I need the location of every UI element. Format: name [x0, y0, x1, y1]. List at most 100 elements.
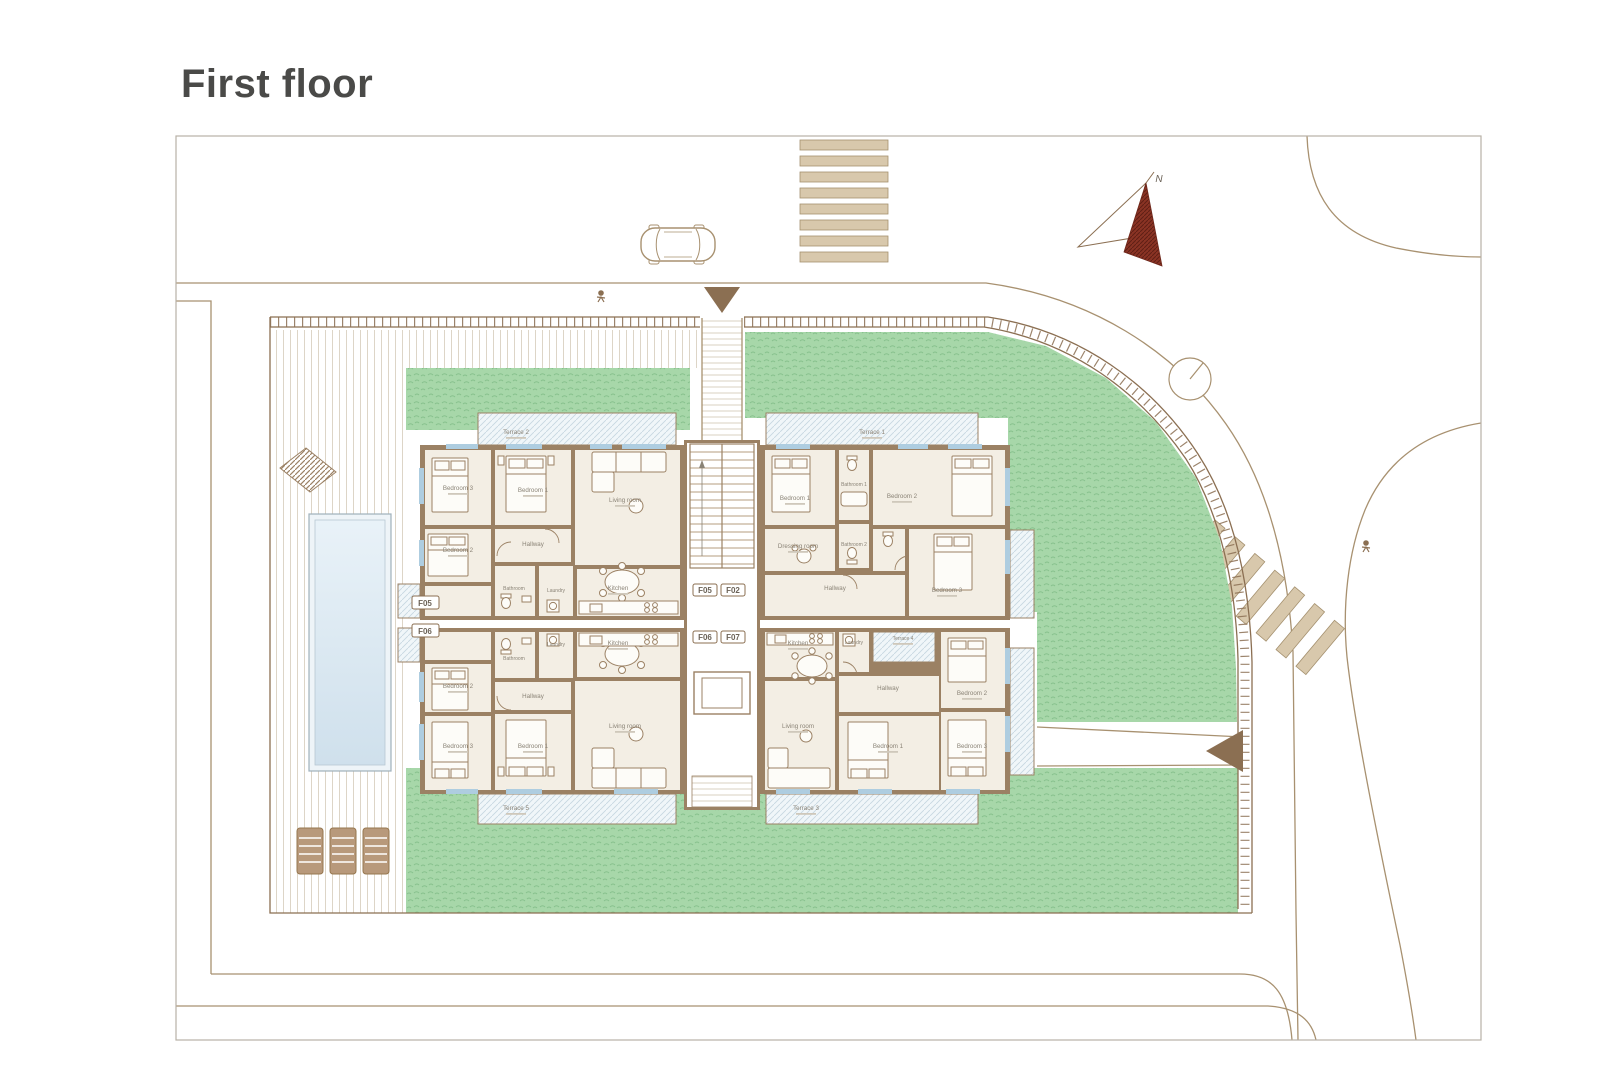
room-label: Bedroom 3 [443, 743, 474, 750]
room-label: Kitchen [608, 585, 629, 592]
road-edge-top-curve [176, 282, 1299, 1040]
room-label: Hallway [824, 585, 847, 592]
swimming-pool [308, 513, 392, 772]
bed-icon [431, 721, 469, 779]
room-label: Laundry [547, 588, 566, 594]
bed-icon [771, 455, 811, 513]
room-label: Hallway [522, 541, 545, 548]
building: Terrace 2 Bedroom 3 Bedroom 1 Living roo… [397, 412, 1035, 825]
room-label: Kitchen [608, 640, 629, 647]
pedestrian-icon [1361, 540, 1371, 553]
room-label: Bedroom 2 [957, 690, 988, 697]
terrace-4 [872, 631, 936, 663]
rear-entry-path [691, 775, 753, 808]
stairwell [689, 443, 755, 569]
room-label: Terrace 3 [793, 805, 819, 812]
terrace-1 [765, 412, 979, 446]
sofa-icon [591, 451, 667, 514]
terrace-2 [477, 412, 677, 446]
sofa-icon [767, 729, 831, 789]
manhole-circle [1168, 357, 1212, 401]
site-boundary-fence [269, 316, 1253, 914]
room-label: Bedroom 3 [443, 485, 474, 492]
room-label: Living room [782, 723, 814, 730]
room-label: Bedroom 1 [518, 487, 549, 494]
unit-tag: F02 [726, 586, 740, 595]
road-edge-right [1344, 422, 1481, 1040]
north-arrow: N [1076, 171, 1163, 267]
room-label: Bedroom 2 [443, 547, 474, 554]
room-label: Kitchen [788, 640, 809, 647]
room-label: Living room [609, 497, 641, 504]
pergola-icon [279, 447, 337, 493]
road-edge-bottom-outer [176, 1005, 1317, 1040]
room-label: Bedroom 1 [780, 495, 811, 502]
kitchen-counter [766, 632, 834, 646]
road-edge-left [176, 300, 212, 974]
toilet-icon [500, 455, 894, 655]
bed-icon [933, 533, 973, 591]
windows [419, 444, 1010, 794]
room-label: Terrace 1 [859, 429, 885, 436]
room-label: Laundry [547, 642, 566, 648]
room-label: Bathroom [503, 586, 525, 592]
terrace-5 [477, 793, 677, 825]
bed-icon [847, 721, 889, 779]
grass-right [745, 332, 1237, 722]
area-text-lines [448, 437, 982, 815]
room-label: Bedroom 3 [957, 743, 988, 750]
bed-icon [947, 719, 987, 777]
room-label: Hallway [522, 693, 545, 700]
room-label: Bedroom 1 [518, 743, 549, 750]
north-label: N [1155, 174, 1163, 185]
room-label: Laundry [845, 640, 864, 646]
dining-table-icon [599, 562, 645, 602]
unit-tag: F05 [698, 586, 712, 595]
room-label: Terrace 4 [893, 636, 914, 642]
dining-table-icon [791, 647, 833, 685]
unit-tag-boxes: F05 F02 F06 F07 F05 F06 [411, 583, 746, 644]
unit-tag: F07 [726, 633, 740, 642]
apartment-f06-labels: Bedroom 2 Hallway Bathroom Laundry Kitch… [443, 640, 641, 812]
apartment-f02-labels: Terrace 1 Bedroom 1 Bathroom 1 Bedroom 2… [778, 429, 963, 594]
bed-icon [497, 455, 555, 513]
entrance-arrow-left [1206, 730, 1243, 772]
unit-tag: F06 [418, 627, 432, 636]
room-label: Bathroom 1 [841, 482, 867, 488]
washer-icon [546, 599, 856, 647]
unit-tag: F05 [418, 599, 432, 608]
main-entrance [701, 284, 743, 445]
apartment-f07-labels: Kitchen Laundry Terrace 4 Hallway Bedroo… [782, 636, 988, 812]
crosswalk-top [799, 139, 889, 263]
room-label: Bathroom 2 [841, 542, 867, 548]
room-label: Terrace 5 [503, 805, 529, 812]
pedestrian-icon [596, 290, 606, 303]
kitchen-counter [578, 600, 679, 615]
entrance-arrow-down [704, 287, 740, 313]
unit-tag: F06 [698, 633, 712, 642]
door-swings [496, 528, 910, 711]
kitchen-counter [578, 632, 679, 647]
room-label: Dressing room [778, 543, 818, 550]
sun-loungers [296, 827, 390, 875]
room-label: Bedroom 2 [443, 683, 474, 690]
terrace-right-lower [1009, 647, 1035, 776]
sofa-icon [591, 726, 667, 789]
room-label: Hallway [877, 685, 900, 692]
page-title: First floor [181, 62, 374, 106]
room-label: Bedroom 2 [887, 493, 918, 500]
room-label: Terrace 2 [503, 429, 529, 436]
room-label: Bathroom [503, 656, 525, 662]
room-label: Living room [609, 723, 641, 730]
bed-icon [951, 455, 993, 517]
bed-icon [431, 667, 469, 711]
elevator [693, 671, 751, 715]
bed-icon [497, 719, 555, 777]
room-label: Bedroom 1 [873, 743, 904, 750]
room-label: Bedroom 3 [932, 587, 963, 594]
driveway-wedge [1036, 726, 1244, 767]
bed-icon [947, 637, 987, 683]
road-network [176, 136, 1481, 1040]
bed-icon [431, 457, 469, 513]
